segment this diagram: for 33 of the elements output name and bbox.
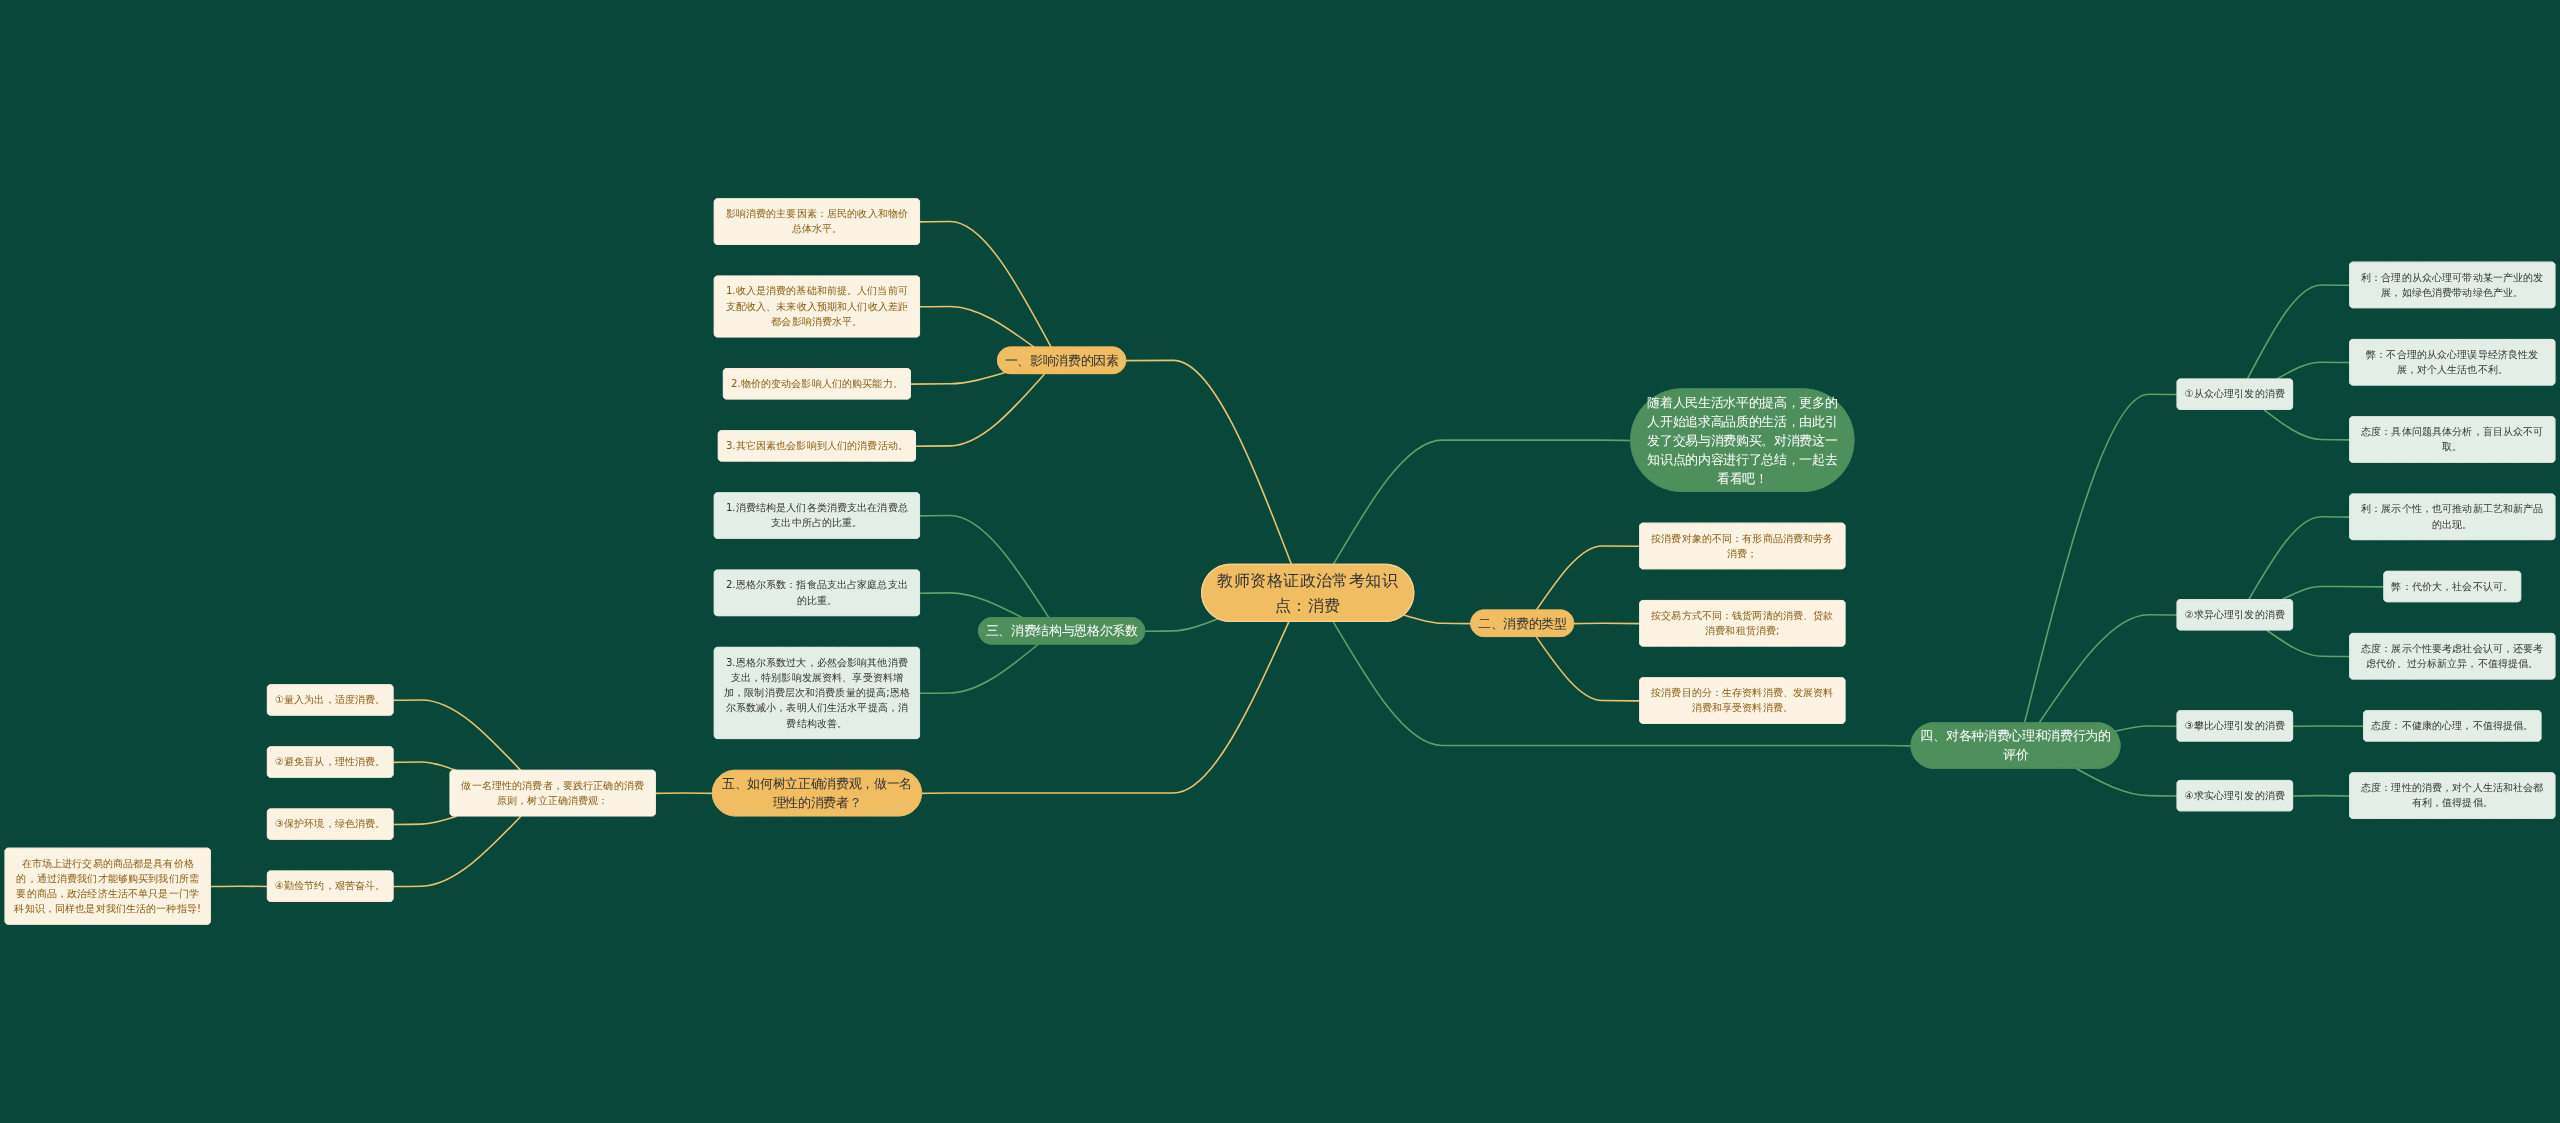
connector	[1403, 614, 1472, 625]
connector	[2114, 725, 2179, 732]
connector	[392, 815, 458, 826]
connector	[2280, 585, 2385, 601]
connector	[392, 815, 522, 888]
connector	[2266, 629, 2351, 658]
connector	[2292, 725, 2365, 727]
connector	[2263, 408, 2351, 441]
connector	[2023, 393, 2179, 724]
connector	[2075, 767, 2179, 797]
connector	[2038, 613, 2179, 724]
connector	[2247, 516, 2351, 601]
connector	[1573, 622, 1641, 625]
connector	[1125, 359, 1293, 566]
connector	[2292, 794, 2351, 797]
connector	[2246, 284, 2351, 381]
connector	[915, 373, 1046, 447]
connector	[392, 699, 522, 772]
connector	[920, 620, 1290, 795]
connector	[919, 643, 1039, 695]
connector	[910, 371, 1006, 385]
connector	[1332, 439, 1632, 566]
connector	[392, 761, 458, 772]
connector	[654, 792, 714, 795]
connector	[1144, 617, 1219, 632]
connector	[1535, 636, 1641, 702]
connector	[1332, 620, 1913, 747]
connector	[919, 305, 1036, 349]
connector	[2275, 361, 2351, 381]
connector	[919, 514, 1050, 619]
connector	[919, 592, 1024, 619]
connector	[919, 220, 1052, 349]
connector	[209, 885, 269, 888]
